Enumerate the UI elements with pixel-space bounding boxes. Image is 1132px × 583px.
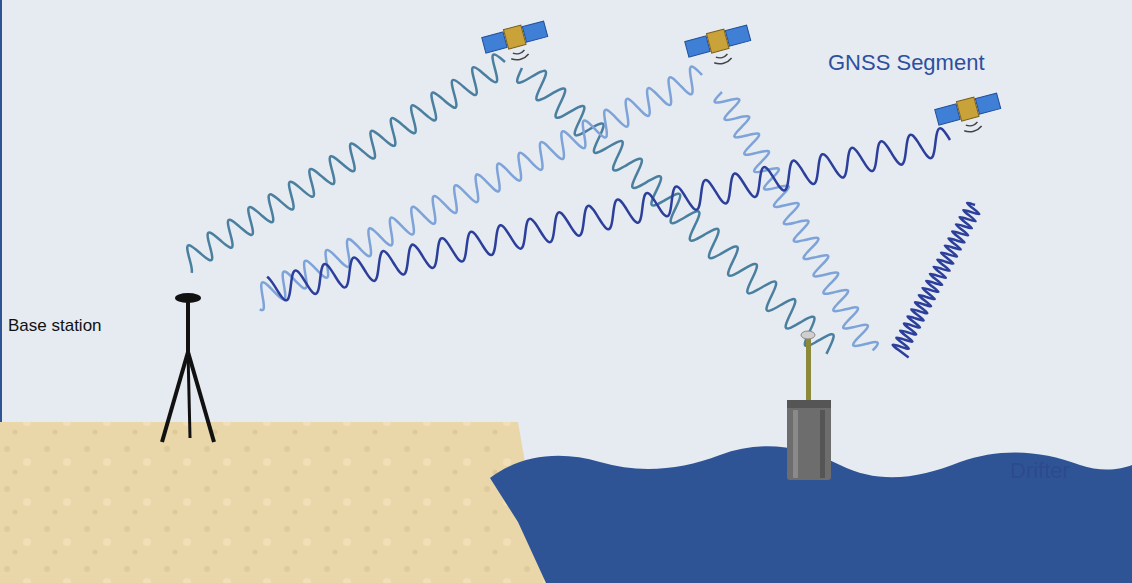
base-station-symbol <box>162 293 214 442</box>
signal-wave <box>260 66 702 310</box>
drifter-label: Drifter <box>1010 458 1070 484</box>
signal-wave <box>715 92 878 350</box>
signal-wave <box>517 68 833 354</box>
signal-wave <box>267 128 950 300</box>
drifter-symbol <box>787 331 831 480</box>
satellite-symbol <box>481 19 551 67</box>
ground <box>0 422 546 583</box>
satellite-symbol <box>934 91 1004 139</box>
left-edge <box>0 0 2 422</box>
signal-wave <box>893 203 980 358</box>
satellite-symbol <box>684 23 754 71</box>
station-label: Base station <box>8 316 102 336</box>
satellites <box>481 19 1004 139</box>
segment-label: GNSS Segment <box>828 50 985 76</box>
signal-waves <box>187 54 979 357</box>
